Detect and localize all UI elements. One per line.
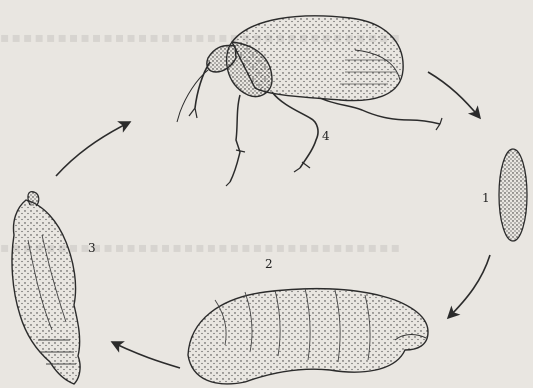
egg-icon: [499, 149, 527, 241]
pupa-icon: [12, 192, 80, 384]
stage-label-larva: 2: [265, 257, 273, 271]
weevil-adult-icon: [177, 16, 442, 186]
stage-label-pupa: 3: [88, 241, 96, 255]
arrow-adult-to-egg: [428, 72, 480, 118]
arrow-pupa-to-adult: [56, 122, 130, 176]
arrow-egg-to-larva: [448, 255, 490, 318]
larva-grub-icon: [188, 288, 428, 384]
stage-label-adult: 4: [322, 129, 330, 143]
stage-label-egg: 1: [482, 191, 490, 205]
arrow-larva-to-pupa: [112, 342, 180, 368]
